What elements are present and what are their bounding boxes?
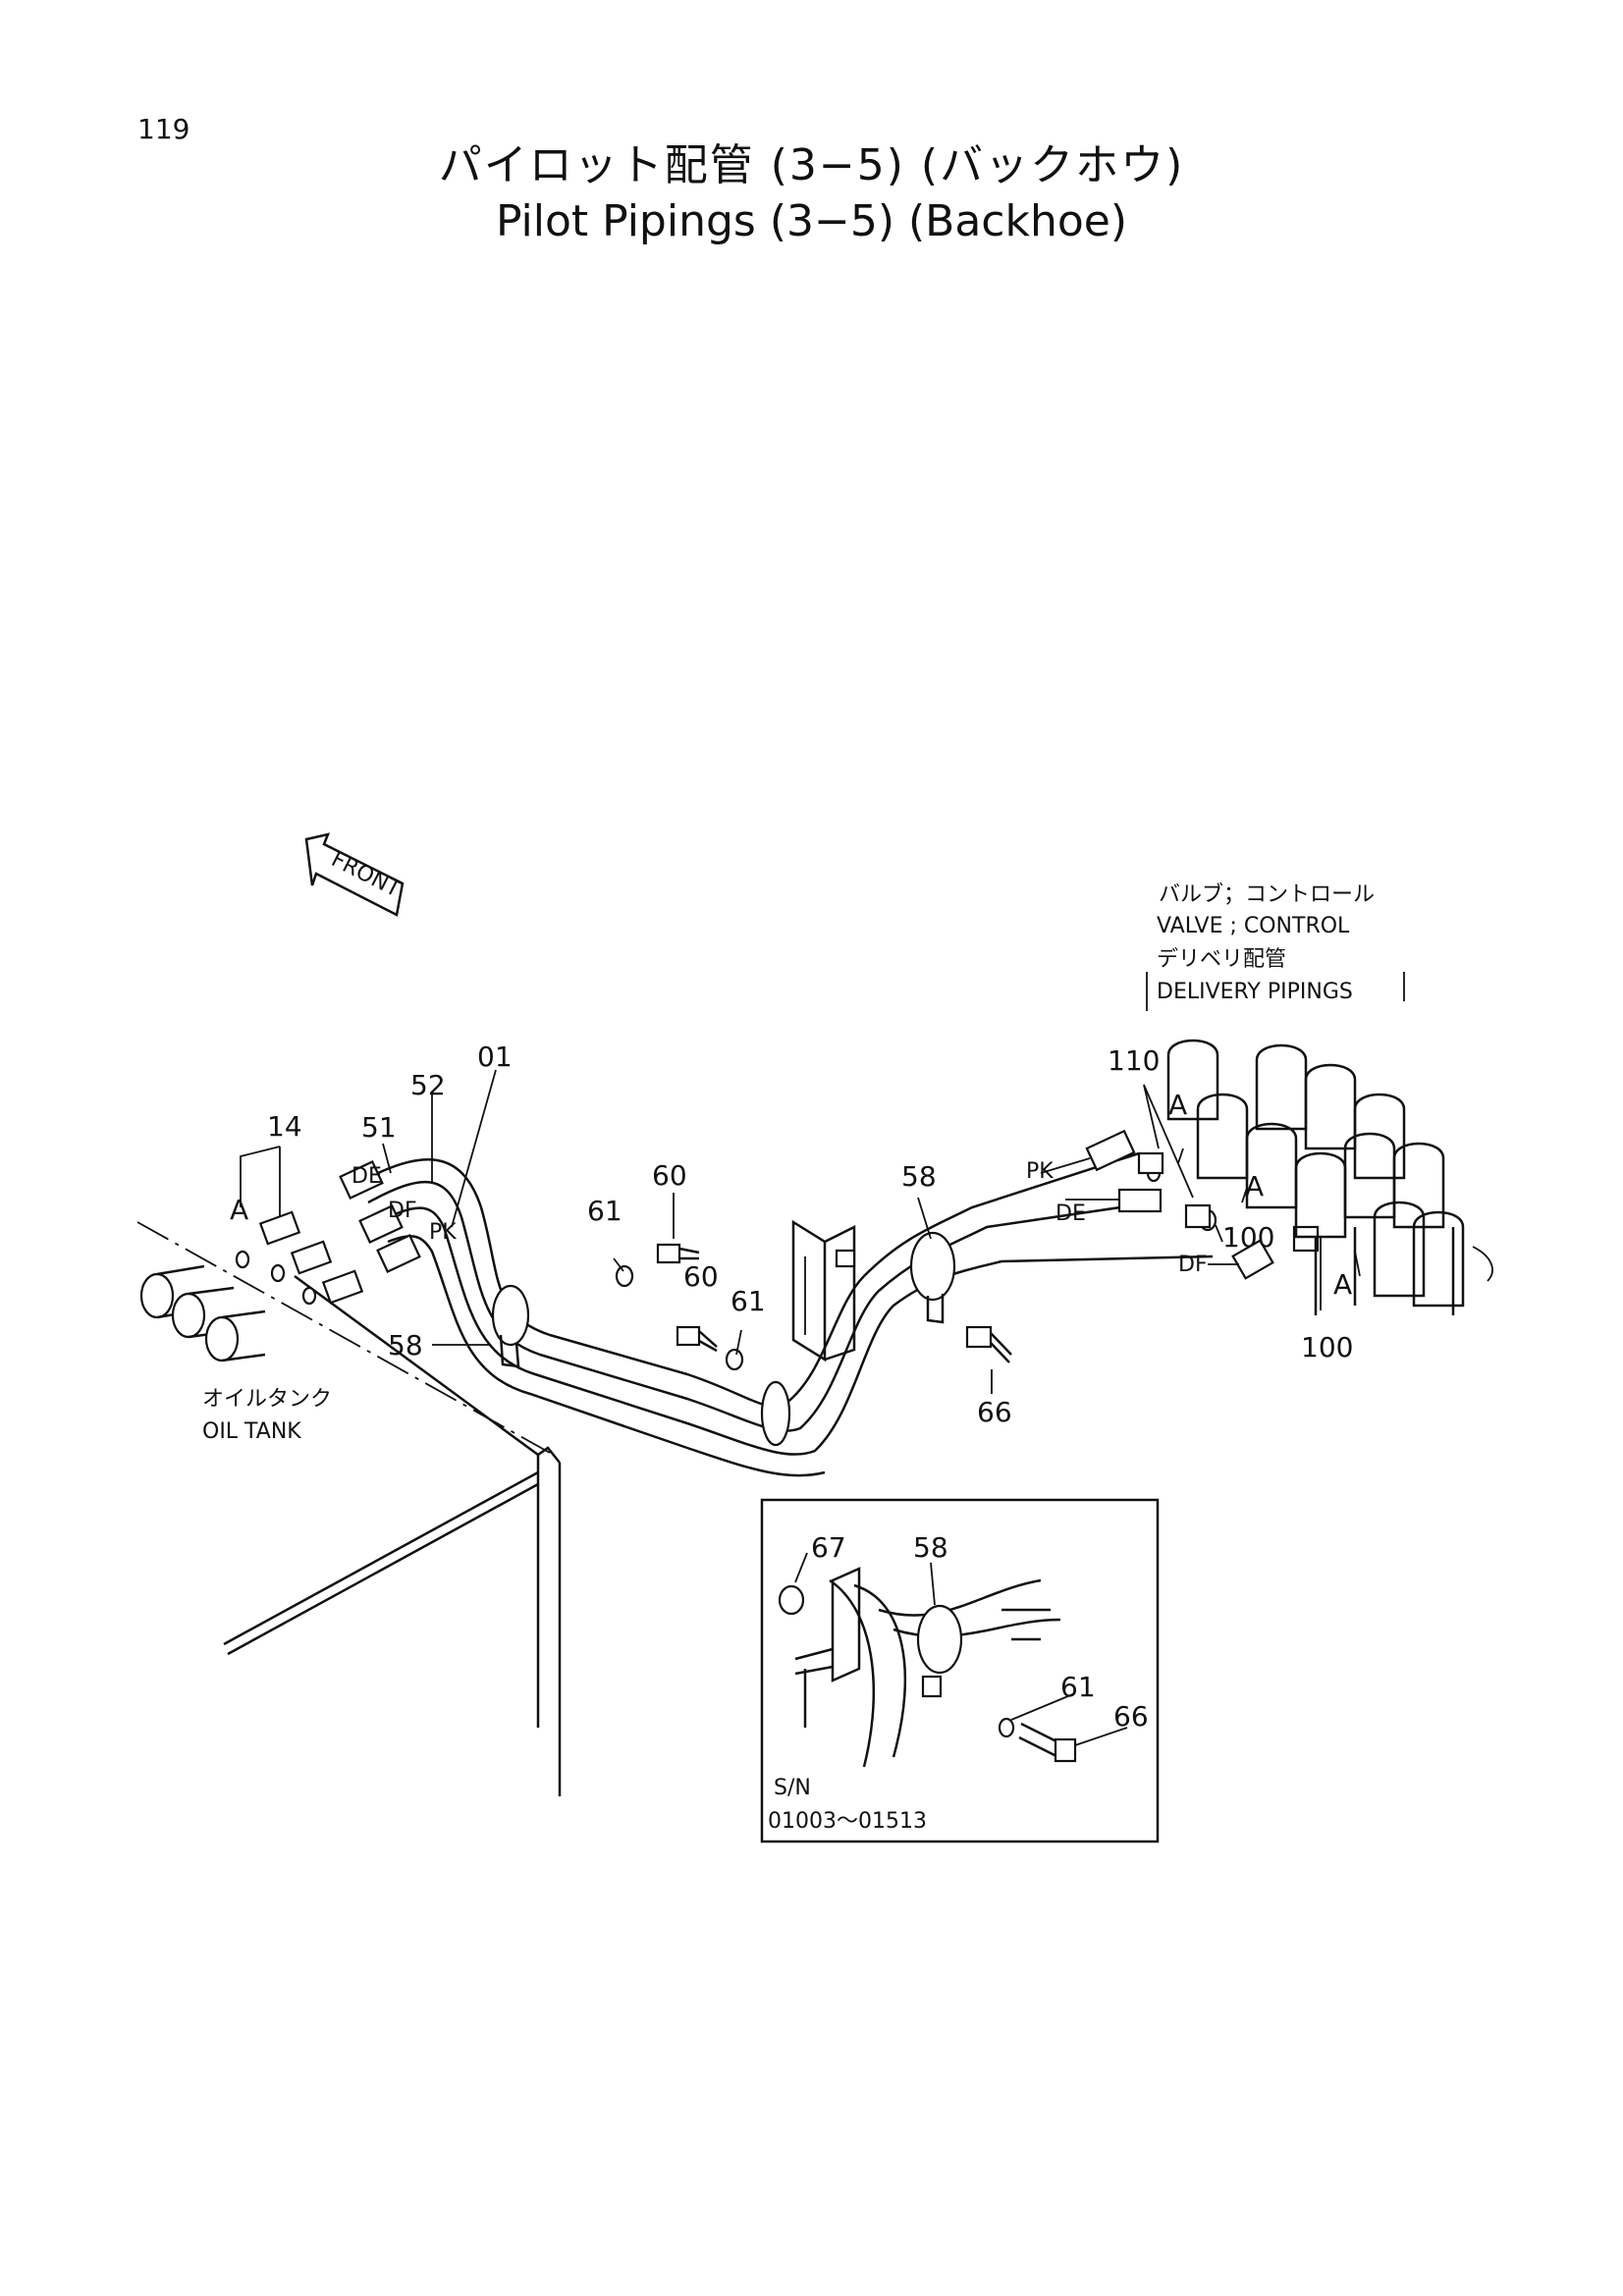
port-pk-2: PK bbox=[1026, 1159, 1054, 1184]
port-de-1: DE bbox=[352, 1164, 382, 1189]
title-english: Pilot Pipings (3−5) (Backhoe) bbox=[495, 196, 1128, 246]
delivery-label-en: DELIVERY PIPINGS bbox=[1157, 980, 1353, 1004]
title-japanese: パイロット配管 (3−5) (バックホウ) bbox=[438, 140, 1185, 190]
inset-detail: 67 58 61 66 S/N 01003～01513 bbox=[760, 1498, 1160, 1843]
part-60a: 60 bbox=[652, 1159, 687, 1192]
inset-part-67: 67 bbox=[811, 1531, 846, 1564]
hose-fittings-left bbox=[339, 1160, 421, 1273]
part-110: 110 bbox=[1108, 1044, 1160, 1077]
bracket-plate bbox=[791, 1219, 856, 1362]
port-a-2: A bbox=[1168, 1089, 1187, 1121]
front-arrow-icon: FRONT bbox=[304, 832, 405, 917]
part-60b: 60 bbox=[683, 1260, 719, 1293]
delivery-label-jp: デリベリ配管 bbox=[1157, 947, 1286, 972]
part-58a: 58 bbox=[388, 1329, 423, 1362]
valve-label-en: VALVE ; CONTROL bbox=[1157, 914, 1350, 938]
bolts-and-washers bbox=[615, 1243, 1012, 1371]
leader-lines bbox=[240, 972, 1405, 1394]
inset-part-58: 58 bbox=[913, 1531, 948, 1564]
inset-part-61: 61 bbox=[1060, 1671, 1096, 1703]
oil-tank-label-jp: オイルタンク bbox=[202, 1387, 332, 1412]
control-valve-block bbox=[1166, 1039, 1493, 1315]
inset-sn-label: S/N bbox=[774, 1776, 811, 1800]
oil-tank-label-en: OIL TANK bbox=[202, 1419, 301, 1444]
part-52: 52 bbox=[410, 1069, 446, 1101]
valve-label-jp: バルブ；コントロール bbox=[1159, 882, 1375, 907]
front-label: FRONT bbox=[327, 847, 405, 903]
hose-fittings-right bbox=[1085, 1129, 1320, 1280]
part-51: 51 bbox=[361, 1111, 397, 1144]
filter-cylinders bbox=[139, 1264, 266, 1362]
part-01: 01 bbox=[477, 1041, 513, 1073]
port-de-2: DE bbox=[1055, 1201, 1086, 1226]
oil-tank-outline bbox=[136, 1221, 562, 1796]
inset-sn-range: 01003～01513 bbox=[768, 1809, 927, 1834]
part-61a: 61 bbox=[587, 1195, 622, 1227]
port-df-2: DF bbox=[1178, 1253, 1208, 1277]
inset-part-66: 66 bbox=[1113, 1700, 1149, 1733]
part-100b: 100 bbox=[1301, 1331, 1353, 1363]
part-66: 66 bbox=[977, 1396, 1012, 1428]
part-58b: 58 bbox=[901, 1160, 937, 1193]
port-a-3: A bbox=[1245, 1170, 1264, 1202]
part-14: 14 bbox=[267, 1110, 302, 1143]
port-pk-1: PK bbox=[429, 1220, 457, 1245]
part-61b: 61 bbox=[730, 1285, 766, 1317]
hose-clamps bbox=[491, 1231, 956, 1447]
part-100a: 100 bbox=[1222, 1221, 1274, 1254]
page-number: 119 bbox=[137, 113, 190, 145]
tank-fittings bbox=[235, 1210, 364, 1306]
pilot-hose-bundle bbox=[357, 1151, 1214, 1477]
port-a-4: A bbox=[1333, 1268, 1352, 1301]
port-a-1: A bbox=[230, 1194, 248, 1226]
port-df-1: DF bbox=[388, 1199, 417, 1223]
